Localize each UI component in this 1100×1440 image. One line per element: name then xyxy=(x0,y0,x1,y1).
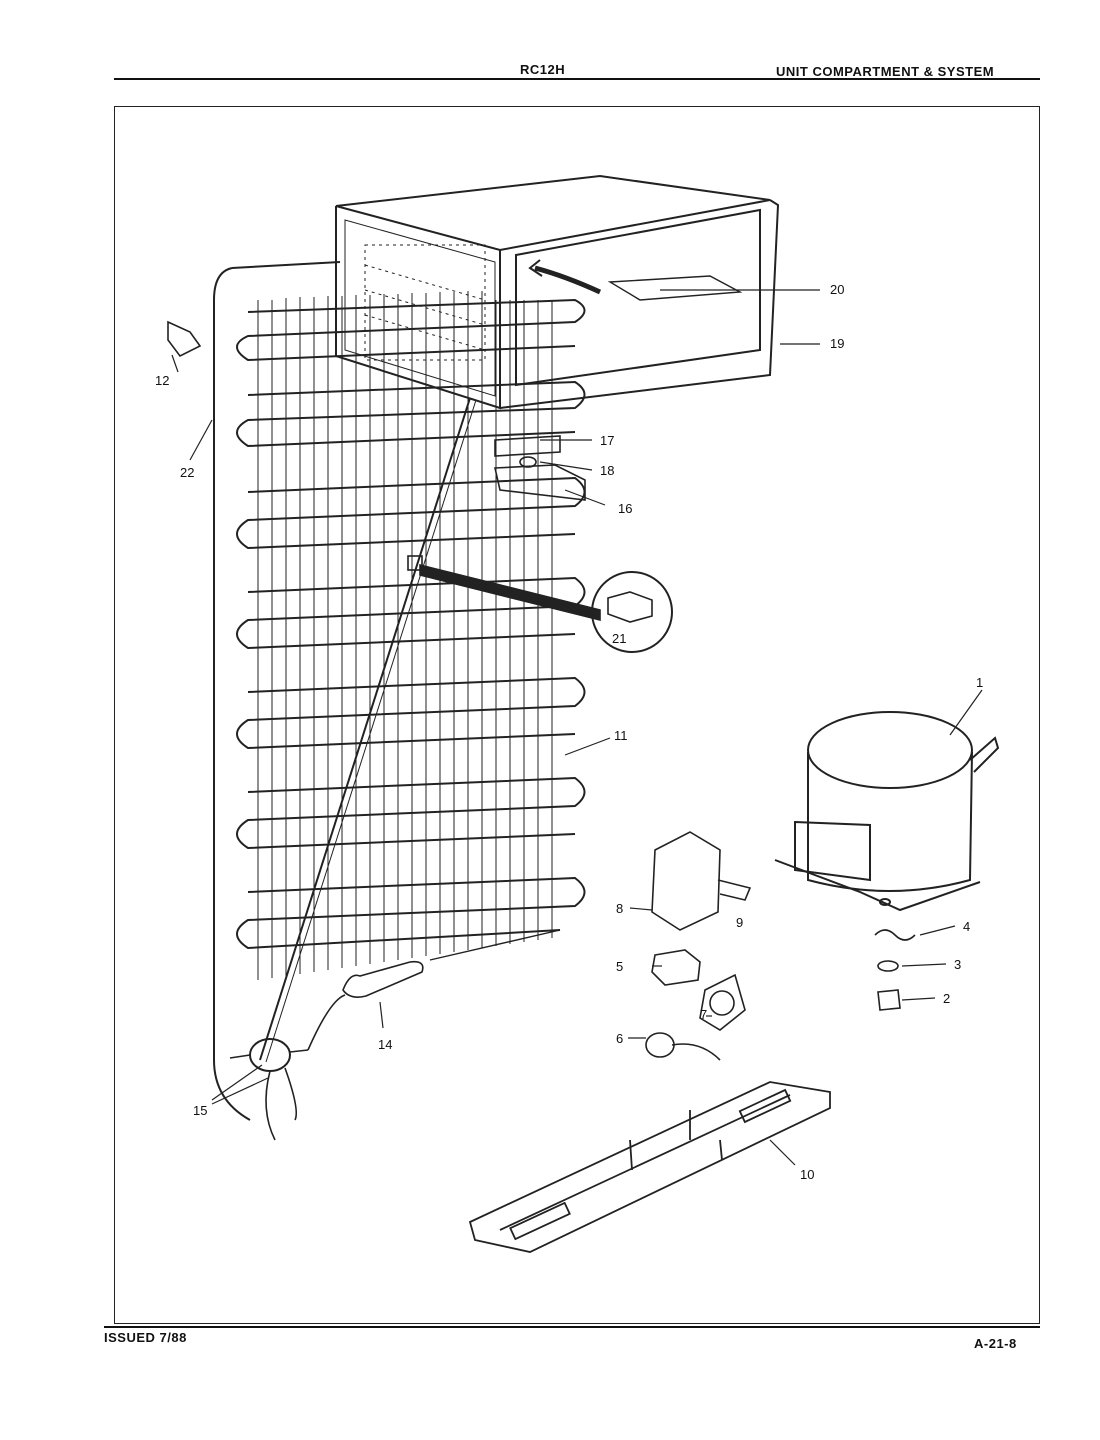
callout-8: 8 xyxy=(616,901,624,916)
callout-19: 19 xyxy=(830,336,845,351)
callout-4: 4 xyxy=(963,919,971,934)
relay-cover-8 xyxy=(651,831,721,931)
header-rule xyxy=(114,78,1040,80)
callout-10: 10 xyxy=(800,1167,815,1182)
process-valve xyxy=(249,1038,291,1072)
clip-4 xyxy=(874,929,916,941)
callout-22: 22 xyxy=(180,465,195,480)
clip-7 xyxy=(699,973,746,1031)
callout-20: 20 xyxy=(830,282,845,297)
bracket-17 xyxy=(494,435,561,457)
detail-circle xyxy=(591,571,673,653)
callout-18: 18 xyxy=(600,463,615,478)
callout-2: 2 xyxy=(943,991,951,1006)
diagram-frame xyxy=(114,106,1040,1324)
clip-12 xyxy=(167,320,202,358)
compressor-1 xyxy=(774,711,1000,912)
model-code: RC12H xyxy=(520,62,566,77)
callout-5: 5 xyxy=(616,959,624,974)
callout-3: 3 xyxy=(954,957,962,972)
overload-6 xyxy=(645,1032,675,1058)
callout-16: 16 xyxy=(618,501,633,516)
callout-12: 12 xyxy=(155,373,170,388)
callout-11: 11 xyxy=(614,728,628,743)
spacer-block xyxy=(407,555,423,571)
condenser-coil xyxy=(213,261,586,1121)
condenser-wires xyxy=(257,291,553,980)
capillary-tube xyxy=(259,397,471,1061)
direction-arrow xyxy=(534,265,602,295)
washer-3 xyxy=(877,960,899,972)
issued-date: ISSUED 7/88 xyxy=(104,1330,187,1345)
compartment-vents xyxy=(364,244,486,361)
callout-17: 17 xyxy=(600,433,615,448)
footer-rule xyxy=(104,1326,1040,1328)
callout-14: 14 xyxy=(378,1037,393,1052)
leader-lines xyxy=(171,289,983,1166)
strap-9 xyxy=(717,879,752,901)
drier-14 xyxy=(342,960,424,998)
callout-7: 7 xyxy=(700,1007,708,1022)
detail-leader xyxy=(419,563,601,622)
callout-15: 15 xyxy=(193,1103,208,1118)
callout-9: 9 xyxy=(736,915,744,930)
shelf-bracket xyxy=(607,275,743,301)
bracket-16 xyxy=(494,464,586,501)
callout-21: 21 xyxy=(612,631,627,646)
grommet-2 xyxy=(877,989,901,1011)
base-rail-10 xyxy=(468,1081,831,1253)
callout-6: 6 xyxy=(616,1031,624,1046)
callout-1: 1 xyxy=(976,675,984,690)
relay-5 xyxy=(651,949,701,986)
section-title: UNIT COMPARTMENT & SYSTEM xyxy=(776,64,995,79)
page-code: A-21-8 xyxy=(974,1336,1017,1351)
unit-compartment-box xyxy=(335,174,780,410)
